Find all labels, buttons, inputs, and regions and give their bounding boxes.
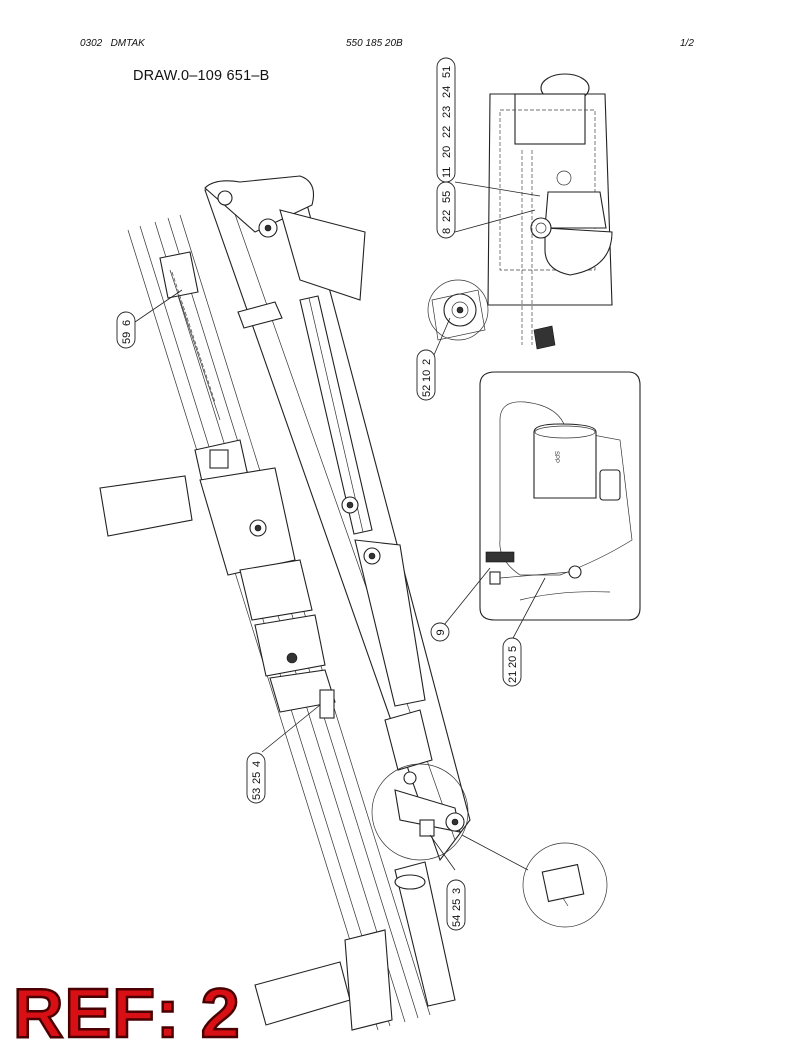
callout-label: 22 bbox=[441, 126, 453, 138]
cabin-assembly bbox=[427, 73, 613, 350]
callout-label: 11 bbox=[441, 167, 453, 178]
header-part-number: 550 185 20B bbox=[346, 38, 403, 49]
callout-21-20-5: 21 20 5 bbox=[502, 637, 522, 687]
callout-label: 22 bbox=[441, 210, 453, 222]
callout-label: 25 bbox=[451, 899, 463, 911]
callout-54-25-3: 54 25 3 bbox=[446, 879, 466, 931]
ref-label: REF: 2 bbox=[12, 974, 241, 1048]
callout-label: 6 bbox=[121, 320, 133, 326]
svg-text:SPP: SPP bbox=[553, 451, 559, 463]
callout-label: 59 bbox=[121, 332, 133, 344]
callout-11-20-22-23-24-51: 11 20 22 23 24 51 bbox=[436, 57, 456, 183]
callout-label: 55 bbox=[441, 191, 453, 203]
callout-53-25-4: 53 25 4 bbox=[246, 752, 266, 804]
callout-label: 5 bbox=[507, 646, 519, 652]
callout-label: 23 bbox=[441, 106, 453, 118]
callout-label: 24 bbox=[441, 86, 453, 98]
callout-label: 25 bbox=[251, 772, 263, 784]
callout-label: 2 bbox=[421, 359, 433, 365]
panel-assembly: SPP bbox=[479, 371, 641, 621]
callout-label: 21 bbox=[507, 671, 519, 683]
callout-label: 52 bbox=[421, 385, 433, 397]
callout-label: 54 bbox=[451, 915, 463, 927]
boom-assembly bbox=[99, 175, 471, 1031]
callout-label: 10 bbox=[421, 370, 433, 382]
callout-label: 8 bbox=[441, 228, 453, 234]
callout-label: 4 bbox=[251, 761, 263, 767]
callout-59-6: 59 6 bbox=[116, 311, 136, 349]
callout-label: 20 bbox=[507, 656, 519, 668]
header-doc-code: 0302 DMTAK bbox=[80, 38, 145, 49]
callout-label: 20 bbox=[441, 146, 453, 158]
callout-label: 53 bbox=[251, 788, 263, 800]
callout-9: 9 bbox=[430, 622, 450, 642]
callout-52-10-2: 52 10 2 bbox=[416, 349, 436, 401]
drawing-number: DRAW.0–109 651–B bbox=[133, 68, 270, 84]
detail-view-circle bbox=[522, 842, 608, 928]
callout-8-22-55: 8 22 55 bbox=[436, 181, 456, 239]
detail-circle bbox=[371, 763, 469, 861]
header-page-number: 1/2 bbox=[680, 38, 694, 49]
callout-label: 3 bbox=[451, 888, 463, 894]
callout-label: 9 bbox=[435, 629, 447, 635]
callout-label: 51 bbox=[441, 66, 453, 78]
